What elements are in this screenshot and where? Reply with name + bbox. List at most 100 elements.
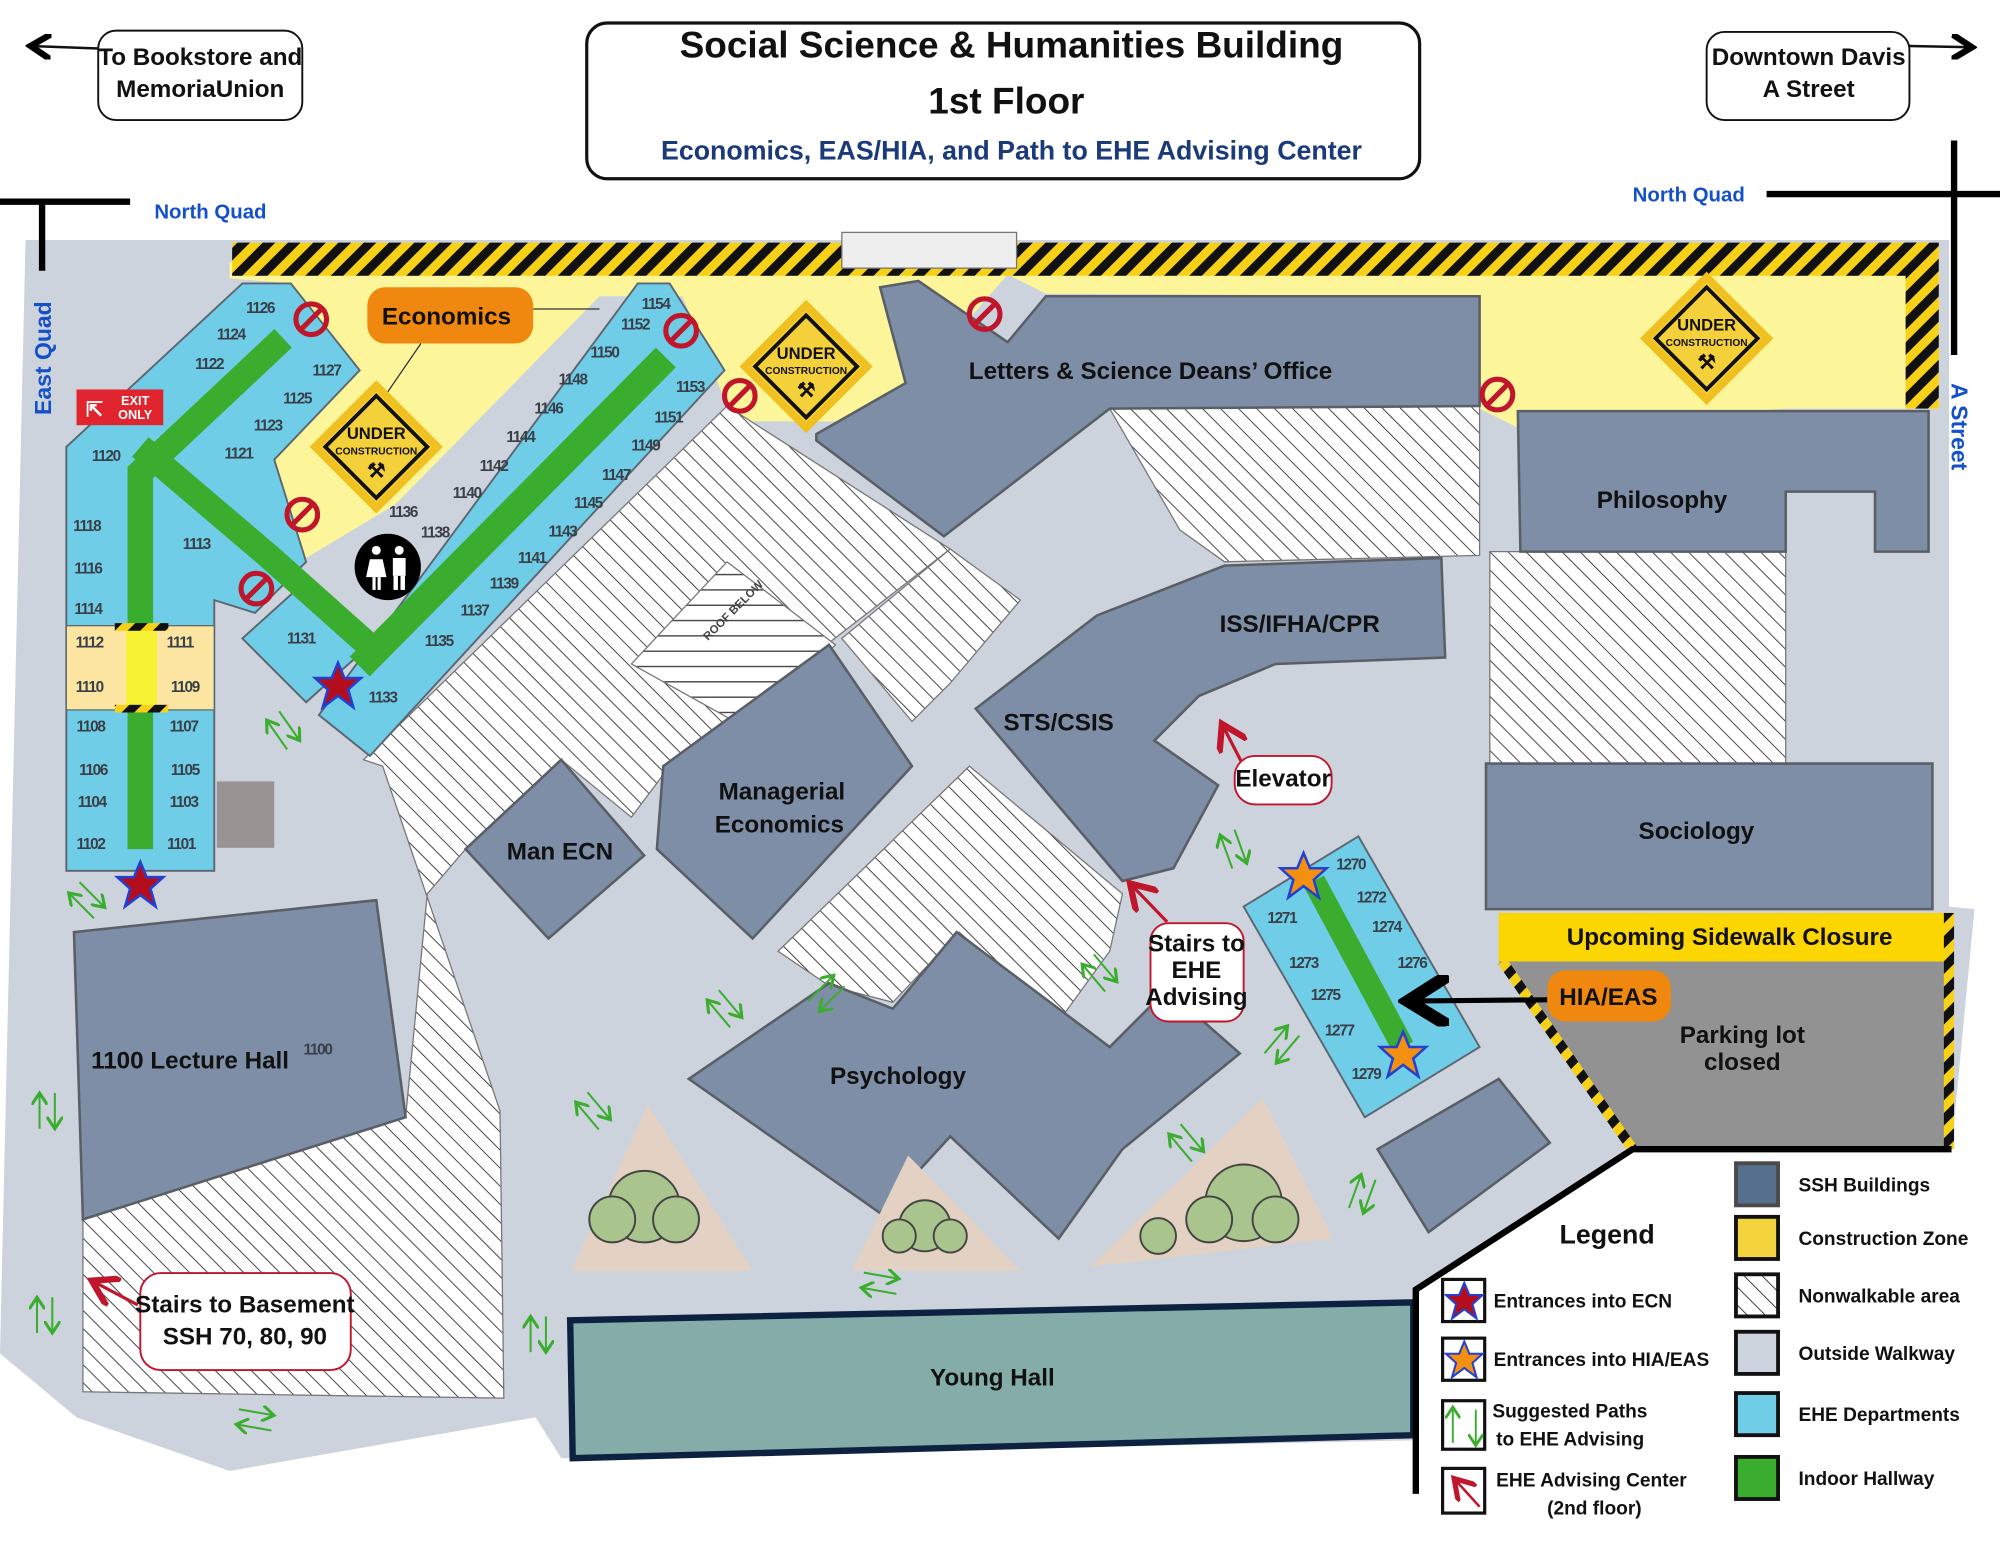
legend-label-paths-1: Suggested Paths xyxy=(1492,1401,1647,1422)
room-number: 1272 xyxy=(1357,890,1387,907)
red-arrow-icon xyxy=(1454,1479,1481,1508)
direction-box-left xyxy=(97,29,304,121)
room-number: 1126 xyxy=(246,300,275,317)
north-quad-label-left: North Quad xyxy=(154,201,266,223)
suggested-path-arrow-icon xyxy=(531,1316,546,1352)
hallway-hia-eas xyxy=(1303,875,1414,1053)
legend-swatch-arrows xyxy=(1441,1399,1487,1451)
stairs-ehe-label-3: Advising xyxy=(1145,984,1247,1011)
svg-text:⚒: ⚒ xyxy=(797,380,815,402)
stairs-basement-arrow-icon xyxy=(92,1281,139,1305)
sociology-label: Sociology xyxy=(1639,818,1755,845)
scaffold xyxy=(841,231,1018,269)
a-street-label: A Street xyxy=(1947,383,1973,471)
room-number: 1141 xyxy=(518,550,548,567)
room-number: 1105 xyxy=(171,762,201,779)
suggested-path-arrow-icon xyxy=(236,1409,274,1430)
economics-pill xyxy=(367,287,534,344)
parking-lot-label: Parking lot xyxy=(1680,1022,1805,1049)
room-number: 1131 xyxy=(287,631,317,648)
hia-entrance-star-icon xyxy=(1376,1028,1430,1080)
room-number: 1113 xyxy=(183,536,211,553)
room-number: 1137 xyxy=(460,602,489,619)
room-number: 1145 xyxy=(574,495,604,512)
east-quad-label: East Quad xyxy=(30,301,56,415)
svg-text:⚒: ⚒ xyxy=(367,461,385,483)
hazard-parking-edge xyxy=(1498,958,1637,1153)
legend-label: Nonwalkable area xyxy=(1798,1286,1960,1307)
legend-border xyxy=(1412,1145,1952,1494)
svg-text:CONSTRUCTION: CONSTRUCTION xyxy=(1666,338,1748,349)
hia-eas-label: HIA/EAS xyxy=(1559,984,1657,1011)
room-number: 1121 xyxy=(224,445,254,462)
room-number: 1139 xyxy=(490,576,519,593)
room-number: 1111 xyxy=(167,634,195,651)
managerial-economics-building xyxy=(655,643,914,941)
red-star-icon xyxy=(1443,1280,1486,1322)
nonwalkable-area-east xyxy=(1489,550,1787,765)
legend-label: Indoor Hallway xyxy=(1798,1469,1934,1490)
construction-hallway-segment xyxy=(126,628,157,708)
room-number: 1120 xyxy=(92,448,121,465)
room-number: 1112 xyxy=(76,634,104,651)
room-number: 1277 xyxy=(1325,1023,1355,1040)
room-number: 1104 xyxy=(78,794,108,811)
svg-text:ONLY: ONLY xyxy=(118,407,153,422)
sociology-building xyxy=(1484,762,1934,911)
suggested-path-arrow-icon xyxy=(40,1093,55,1129)
ecn-entrance-star-icon xyxy=(114,858,167,910)
legend-swatch xyxy=(1734,1391,1780,1438)
exit-person-icon: ⇱ xyxy=(86,399,103,421)
room-number: 1107 xyxy=(170,719,199,736)
lecture-hall-label: 1100 Lecture Hall xyxy=(91,1048,289,1075)
room-number: 1127 xyxy=(312,362,341,379)
title-box xyxy=(585,21,1422,181)
legend-label: SSH Buildings xyxy=(1798,1175,1930,1196)
elevator-callout xyxy=(1233,754,1333,806)
stairs-ehe-callout xyxy=(1149,922,1245,1023)
room-number: 1106 xyxy=(79,762,108,779)
nonwalkable-area-mid xyxy=(840,548,1022,723)
man-ecn-label: Man ECN xyxy=(507,838,613,865)
svg-text:UNDER: UNDER xyxy=(777,344,836,363)
floor-title: 1st Floor xyxy=(928,81,1084,122)
suggested-path-arrow-icon xyxy=(807,975,846,1011)
room-number: 1114 xyxy=(74,601,103,618)
managerial-label-2: Economics xyxy=(715,812,844,839)
hallway-west xyxy=(127,329,292,850)
direction-right-line1: Downtown Davis xyxy=(1712,44,1906,71)
hazard-parking-east xyxy=(1943,912,1955,1150)
room-number: 1154 xyxy=(642,296,672,313)
room-number: 1270 xyxy=(1336,857,1366,874)
legend-label-hia-entrances: Entrances into HIA/EAS xyxy=(1494,1350,1710,1371)
room-number: 1146 xyxy=(534,401,563,418)
parking-lot-label-2: closed xyxy=(1704,1049,1781,1076)
street-corner-northeast xyxy=(1766,140,2000,355)
north-quad-label-right: North Quad xyxy=(1633,185,1745,207)
room-number: 1153 xyxy=(676,379,705,396)
suggested-path-arrow-icon xyxy=(1220,829,1247,869)
stairs-basement-label-2: SSH 70, 80, 90 xyxy=(163,1324,327,1351)
room-number: 1273 xyxy=(1289,955,1319,972)
suggested-path-arrow-icon xyxy=(1082,953,1117,993)
svg-text:UNDER: UNDER xyxy=(1677,316,1736,335)
legend-swatch xyxy=(1734,1329,1780,1376)
direction-right-line2: A Street xyxy=(1763,76,1855,103)
room-number: 1125 xyxy=(283,390,313,407)
room-number: 1144 xyxy=(506,429,536,446)
direction-left-line1: To Bookstore and xyxy=(98,44,302,71)
suggested-path-arrow-icon xyxy=(1347,1174,1377,1213)
young-hall-label: Young Hall xyxy=(930,1364,1055,1391)
suggested-path-arrow-icon xyxy=(576,1091,611,1131)
room-number: 1116 xyxy=(74,560,102,577)
annex-building xyxy=(1375,1077,1552,1235)
room-number: 1276 xyxy=(1398,955,1428,972)
iss-label: ISS/IFHA/CPR xyxy=(1220,611,1380,638)
suggested-path-arrow-icon xyxy=(861,1273,899,1294)
room-number: 1122 xyxy=(195,356,224,373)
page-subtitle: Economics, EAS/HIA, and Path to EHE Advi… xyxy=(661,136,1363,166)
